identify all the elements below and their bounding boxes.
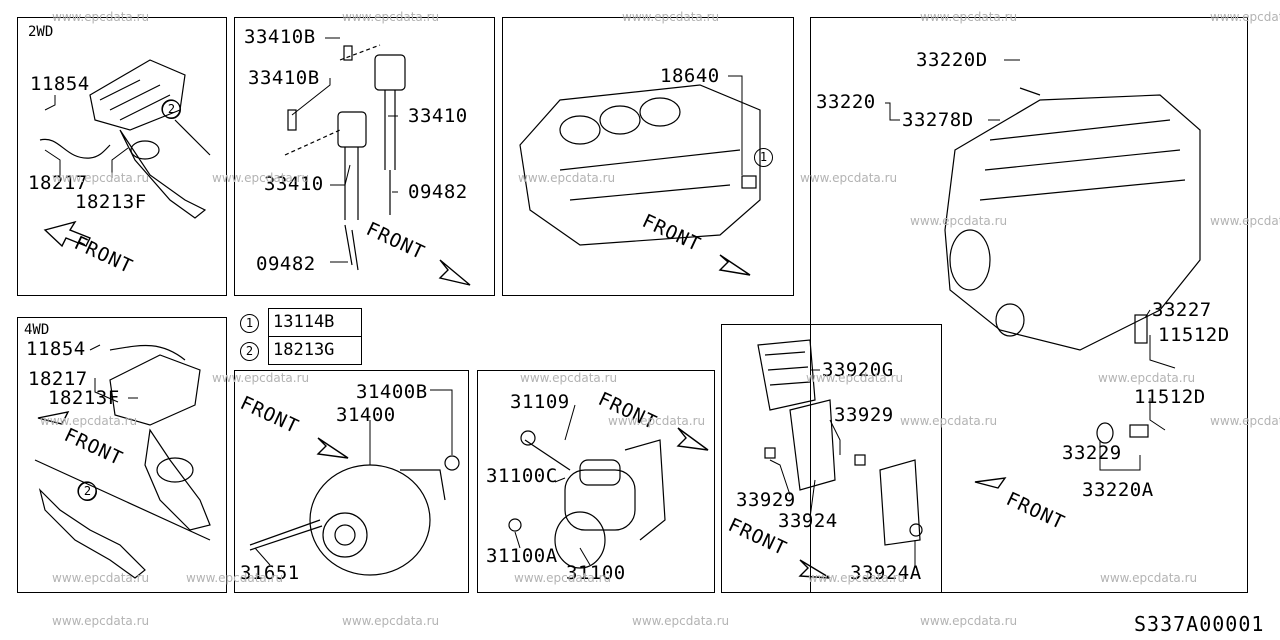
watermark: www.epcdata.ru [212, 371, 310, 385]
legend-circle-2: 2 [240, 342, 259, 361]
panel-4wd [17, 317, 227, 593]
callout-circle-4wd: 2 [78, 482, 97, 501]
part-label-11512D-lower[interactable]: 11512D [1134, 386, 1206, 408]
watermark: www.epcdata.ru [52, 171, 150, 185]
part-label-33229[interactable]: 33229 [1062, 442, 1122, 464]
panel-4wd-tag: 4WD [24, 322, 50, 338]
panel-starter [477, 370, 715, 593]
watermark: www.epcdata.ru [212, 171, 310, 185]
part-label-33929-left[interactable]: 33929 [736, 489, 796, 511]
watermark: www.epcdata.ru [910, 214, 1008, 228]
callout-circle-2wd: 2 [162, 100, 181, 119]
ecm-bracket-drawing [757, 339, 923, 546]
part-label-11854-4wd[interactable]: 11854 [26, 338, 86, 360]
watermark: www.epcdata.ru [518, 171, 616, 185]
part-label-31100C[interactable]: 31100C [486, 465, 558, 487]
part-label-11854-2wd[interactable]: 11854 [30, 73, 90, 95]
front-arrow-shapes [37, 220, 1007, 579]
part-label-33227[interactable]: 33227 [1152, 299, 1212, 321]
panel-engine [810, 17, 1248, 593]
cylinder-block-drawing [519, 84, 761, 246]
panel-ignition [234, 17, 495, 296]
part-label-33920G[interactable]: 33920G [822, 359, 894, 381]
watermark: www.epcdata.ru [52, 614, 150, 628]
part-label-33220D[interactable]: 33220D [916, 49, 988, 71]
legend-part-2[interactable]: 18213G [268, 336, 362, 365]
watermark: www.epcdata.ru [920, 614, 1018, 628]
panel-cylinder-block [502, 17, 794, 296]
panel-ecm-bracket [721, 324, 942, 593]
legend-circle-1: 1 [240, 314, 259, 333]
part-label-33924[interactable]: 33924 [778, 510, 838, 532]
watermark: www.epcdata.ru [186, 571, 284, 585]
part-label-31400B[interactable]: 31400B [356, 381, 428, 403]
watermark: www.epcdata.ru [806, 371, 904, 385]
watermark: www.epcdata.ru [342, 10, 440, 24]
part-label-18213F-4wd[interactable]: 18213F [48, 387, 120, 409]
watermark: www.epcdata.ru [608, 414, 706, 428]
part-label-18213F-2wd[interactable]: 18213F [75, 191, 147, 213]
part-label-33924A[interactable]: 33924A [850, 562, 922, 584]
watermark: www.epcdata.ru [342, 614, 440, 628]
watermark: www.epcdata.ru [40, 414, 138, 428]
part-label-11512D-upper[interactable]: 11512D [1158, 324, 1230, 346]
legend-part-1[interactable]: 13114B [268, 308, 362, 337]
panel-alternator [234, 370, 469, 593]
diagram-code: S337A00001 [1134, 612, 1265, 636]
part-label-31651[interactable]: 31651 [240, 562, 300, 584]
watermark: www.epcdata.ru [808, 571, 906, 585]
part-label-31109[interactable]: 31109 [510, 391, 570, 413]
part-label-33929-right[interactable]: 33929 [834, 404, 894, 426]
watermark: www.epcdata.ru [632, 614, 730, 628]
watermark: www.epcdata.ru [622, 10, 720, 24]
panel-2wd [17, 17, 227, 296]
part-label-33220A[interactable]: 33220A [1082, 479, 1154, 501]
part-label-33220[interactable]: 33220 [816, 91, 876, 113]
part-label-31100[interactable]: 31100 [566, 562, 626, 584]
part-label-31100A[interactable]: 31100A [486, 545, 558, 567]
watermark: www.epcdata.ru [1098, 371, 1196, 385]
part-label-18217-2wd[interactable]: 18217 [28, 172, 88, 194]
watermark: www.epcdata.ru [1210, 10, 1280, 24]
watermark: www.epcdata.ru [920, 10, 1018, 24]
watermark: www.epcdata.ru [514, 571, 612, 585]
part-label-31400[interactable]: 31400 [336, 404, 396, 426]
watermark: www.epcdata.ru [1100, 571, 1198, 585]
part-label-33278D[interactable]: 33278D [902, 109, 974, 131]
part-label-18640[interactable]: 18640 [660, 65, 720, 87]
part-label-33410B-mid[interactable]: 33410B [248, 67, 320, 89]
part-label-33410-left[interactable]: 33410 [264, 173, 324, 195]
leader-lines [44, 37, 1176, 568]
part-label-33410B-top[interactable]: 33410B [244, 26, 316, 48]
panel-2wd-tag: 2WD [28, 24, 54, 40]
watermark: www.epcdata.ru [52, 10, 150, 24]
engine-assembly-drawing [944, 87, 1201, 444]
callout-circle-block: 1 [754, 148, 773, 167]
ignition-coil-drawing [284, 44, 406, 271]
starter-motor-drawing [508, 430, 666, 569]
watermark: www.epcdata.ru [520, 371, 618, 385]
part-label-18217-4wd[interactable]: 18217 [28, 368, 88, 390]
watermark: www.epcdata.ru [1210, 214, 1280, 228]
part-label-33410-right[interactable]: 33410 [408, 105, 468, 127]
watermark: www.epcdata.ru [800, 171, 898, 185]
watermark: www.epcdata.ru [52, 571, 150, 585]
part-label-09482-right[interactable]: 09482 [408, 181, 468, 203]
part-label-09482-left[interactable]: 09482 [256, 253, 316, 275]
watermark: www.epcdata.ru [900, 414, 998, 428]
watermark: www.epcdata.ru [1210, 414, 1280, 428]
